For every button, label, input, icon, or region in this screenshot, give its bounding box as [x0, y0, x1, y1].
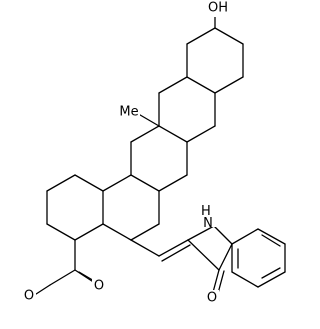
hydroxyl-label: OH [208, 1, 228, 16]
nh-label: H N [201, 204, 215, 231]
ketone-oxygen-label: O [207, 291, 217, 306]
methyl-label: Me [119, 105, 138, 120]
bond-network [32, 9, 286, 298]
ester-oxygen-1-label: O [24, 289, 34, 304]
nh-h-label: H [201, 204, 211, 219]
atom-labels: OH Me O O O H N [23, 0, 230, 306]
nh-n-label: N [203, 216, 213, 231]
ester-oxygen-2-label: O [94, 279, 104, 294]
chemical-structure: OH Me O O O H N [23, 0, 286, 306]
